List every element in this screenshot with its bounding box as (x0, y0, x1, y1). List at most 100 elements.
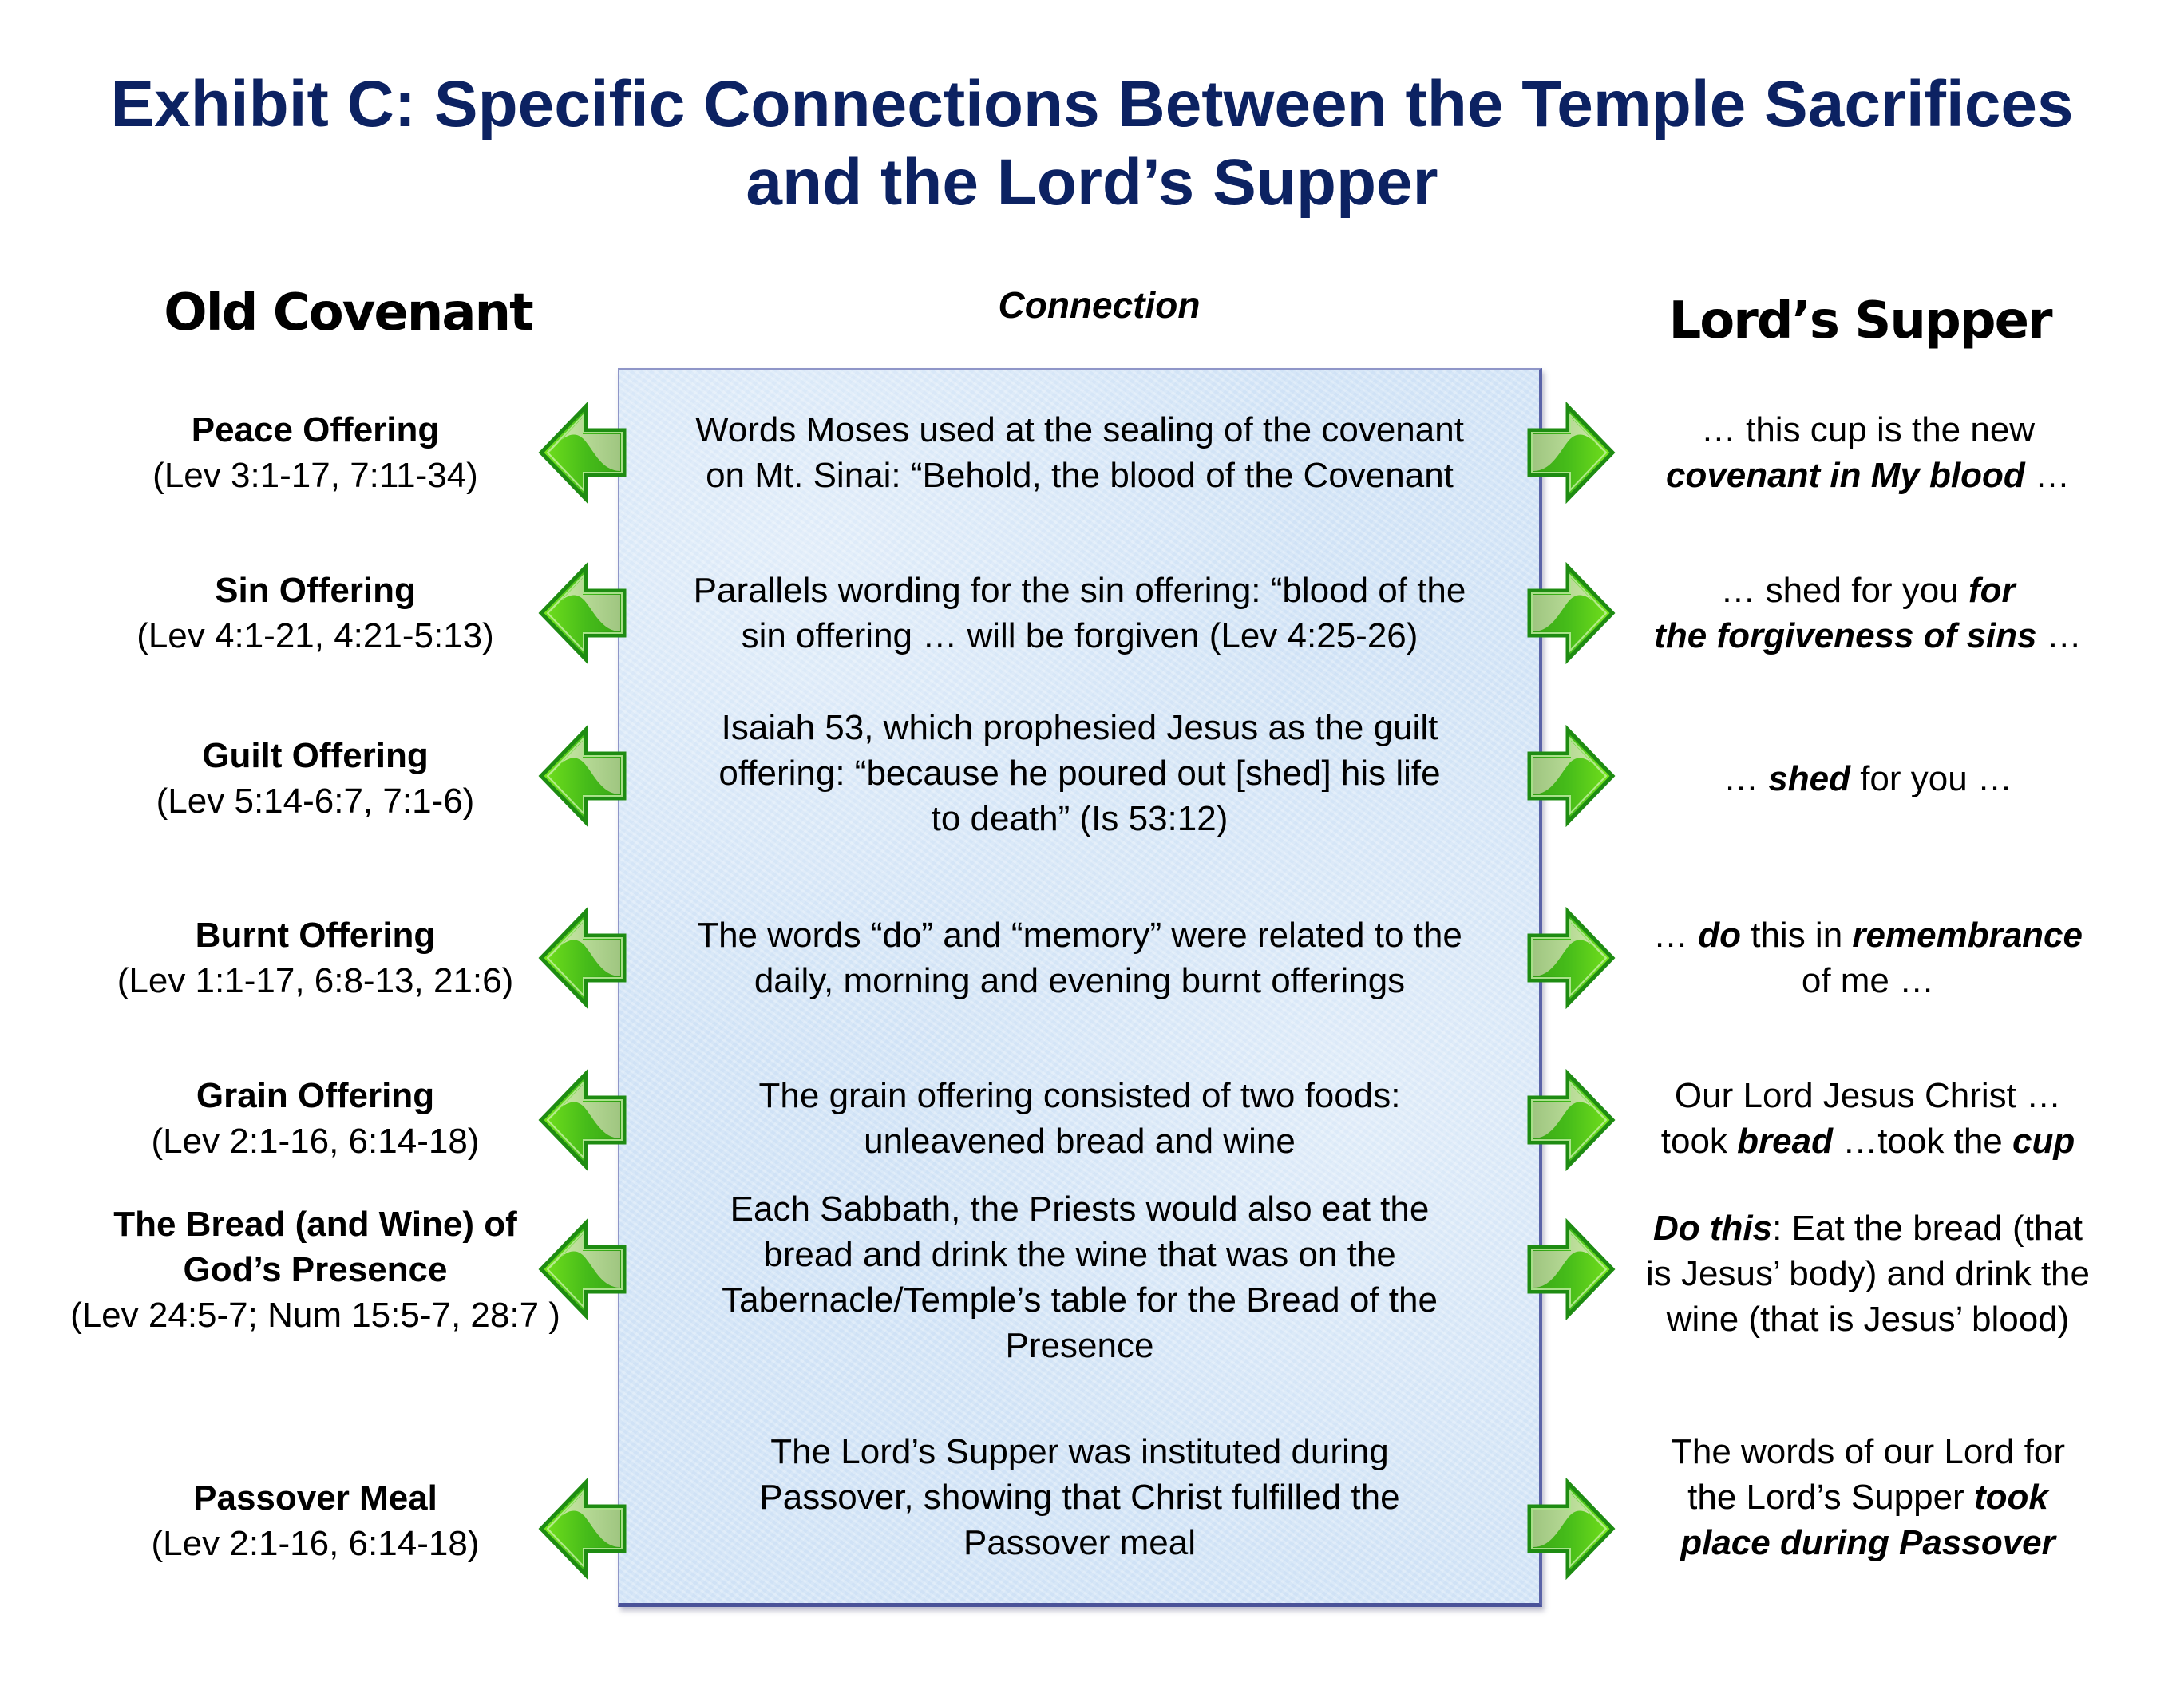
plain-text: … (2036, 616, 2082, 655)
plain-text: for you … (1850, 758, 2012, 798)
offering-name: Grain Offering (196, 1076, 435, 1115)
offering-name: Burnt Offering (195, 916, 436, 955)
supper-line: is Jesus’ body) and drink the (1596, 1251, 2139, 1296)
offering-name: Sin Offering (215, 571, 416, 610)
lords-supper-text: … this cup is the new covenant in My bloo… (1596, 407, 2139, 498)
offering-name: Peace Offering (191, 410, 440, 449)
connection-line: The Lord’s Supper was instituted during (770, 1431, 1389, 1471)
offering-name: The Bread (and Wine) of (113, 1204, 517, 1244)
emphasis-text: cup (2012, 1122, 2075, 1161)
connection-panel (618, 368, 1542, 1607)
emphasis-text: covenant in My blood (1665, 456, 2025, 495)
supper-line: the forgiveness of sins … (1596, 613, 2139, 659)
plain-text: wine (that is Jesus’ blood) (1666, 1299, 2070, 1339)
plain-text: Our Lord Jesus Christ … (1674, 1076, 2062, 1115)
right-arrow-icon (1526, 1068, 1616, 1172)
supper-line: … shed for you for (1596, 568, 2139, 613)
connection-line: offering: “because he poured out [shed] … (718, 753, 1441, 793)
left-arrow-icon (538, 1217, 627, 1321)
connection-text: Isaiah 53, which prophesied Jesus as the… (639, 705, 1521, 841)
page-title: Exhibit C: Specific Connections Between … (0, 65, 2184, 222)
left-arrow-icon (538, 401, 627, 505)
connection-text: Parallels wording for the sin offering: … (639, 568, 1521, 659)
supper-line: … shed for you … (1596, 756, 2139, 801)
connection-line: to death” (Is 53:12) (931, 798, 1228, 838)
supper-line: covenant in My blood … (1596, 453, 2139, 498)
right-arrow-icon (1526, 1477, 1616, 1581)
plain-text: of me … (1801, 961, 1935, 1000)
emphasis-text: remembrance (1852, 916, 2083, 955)
scripture-reference: (Lev 1:1-17, 6:8-13, 21:6) (117, 961, 514, 1000)
left-arrow-icon (538, 561, 627, 665)
connection-line: Isaiah 53, which prophesied Jesus as the… (721, 707, 1438, 747)
plain-text: … shed for you (1720, 571, 1968, 610)
plain-text: the Lord’s Supper (1687, 1477, 1974, 1517)
right-arrow-icon (1526, 401, 1616, 505)
right-arrow-icon (1526, 561, 1616, 665)
supper-line: of me … (1596, 958, 2139, 1003)
plain-text: this in (1741, 916, 1853, 955)
plain-text: … (2024, 456, 2071, 495)
connection-line: The words “do” and “memory” were related… (697, 916, 1462, 955)
supper-line: took bread …took the cup (1596, 1118, 2139, 1164)
emphasis-text: shed (1768, 758, 1850, 798)
connection-line: Tabernacle/Temple’s table for the Bread … (722, 1280, 1438, 1320)
column-header-connection: Connection (998, 284, 1201, 326)
connection-line: Words Moses used at the sealing of the c… (695, 410, 1464, 449)
emphasis-text: took (1973, 1477, 2048, 1517)
emphasis-text: the forgiveness of sins (1654, 616, 2037, 655)
connection-line: daily, morning and evening burnt offerin… (754, 961, 1406, 1000)
old-covenant-cell: Peace Offering (Lev 3:1-17, 7:11-34) (0, 407, 631, 498)
connection-line: Presence (1005, 1326, 1154, 1365)
offering-name: Passover Meal (193, 1478, 437, 1518)
plain-text: … (1653, 916, 1699, 955)
scripture-reference: (Lev 3:1-17, 7:11-34) (152, 456, 478, 495)
old-covenant-cell: Grain Offering (Lev 2:1-16, 6:14-18) (0, 1073, 631, 1164)
supper-line: Our Lord Jesus Christ … (1596, 1073, 2139, 1118)
connection-line: The grain offering consisted of two food… (758, 1076, 1401, 1115)
left-arrow-icon (538, 906, 627, 1010)
connection-line: on Mt. Sinai: “Behold, the blood of the … (706, 456, 1454, 495)
old-covenant-cell: Sin Offering (Lev 4:1-21, 4:21-5:13) (0, 568, 631, 659)
emphasis-text: do (1698, 916, 1741, 955)
plain-text: …took the (1832, 1122, 2012, 1161)
plain-text: took (1660, 1122, 1738, 1161)
right-arrow-icon (1526, 724, 1616, 828)
scripture-reference: (Lev 2:1-16, 6:14-18) (151, 1122, 480, 1161)
old-covenant-cell: Burnt Offering (Lev 1:1-17, 6:8-13, 21:6) (0, 912, 631, 1003)
plain-text: The words of our Lord for (1670, 1431, 2065, 1471)
left-arrow-icon (538, 1477, 627, 1581)
emphasis-text: Do this (1652, 1208, 1773, 1248)
column-header-lords-supper: Lord’s Supper (1668, 291, 2052, 350)
offering-name: Guilt Offering (202, 736, 429, 775)
connection-text: The grain offering consisted of two food… (639, 1073, 1521, 1164)
connection-text: Each Sabbath, the Priests would also eat… (639, 1186, 1521, 1368)
supper-line: the Lord’s Supper took (1596, 1474, 2139, 1520)
emphasis-text: for (1968, 571, 2016, 610)
right-arrow-icon (1526, 906, 1616, 1010)
connection-line: Passover, showing that Christ fulfilled … (759, 1477, 1400, 1517)
scripture-reference: (Lev 5:14-6:7, 7:1-6) (156, 782, 475, 821)
lords-supper-text: … shed for you … (1596, 756, 2139, 801)
plain-text: … this cup is the new (1700, 410, 2036, 449)
supper-line: The words of our Lord for (1596, 1429, 2139, 1474)
supper-line: Do this: Eat the bread (that (1596, 1205, 2139, 1251)
emphasis-text: bread (1737, 1122, 1833, 1161)
connection-line: bread and drink the wine that was on the (763, 1235, 1396, 1274)
connection-line: Each Sabbath, the Priests would also eat… (730, 1189, 1430, 1229)
scripture-reference: (Lev 4:1-21, 4:21-5:13) (136, 616, 494, 655)
offering-name: God’s Presence (183, 1249, 448, 1289)
scripture-reference: (Lev 24:5-7; Num 15:5-7, 28:7 ) (70, 1295, 560, 1335)
connection-line: unleavened bread and wine (864, 1122, 1296, 1161)
column-header-old-covenant: Old Covenant (164, 283, 533, 342)
connection-line: sin offering … will be forgiven (Lev 4:2… (741, 616, 1418, 655)
connection-line: Parallels wording for the sin offering: … (693, 571, 1466, 610)
title-line-2: and the Lord’s Supper (746, 146, 1438, 219)
plain-text: is Jesus’ body) and drink the (1646, 1253, 2090, 1293)
lords-supper-text: … do this in remembrance of me … (1596, 912, 2139, 1003)
title-line-1: Exhibit C: Specific Connections Between … (110, 68, 2074, 140)
